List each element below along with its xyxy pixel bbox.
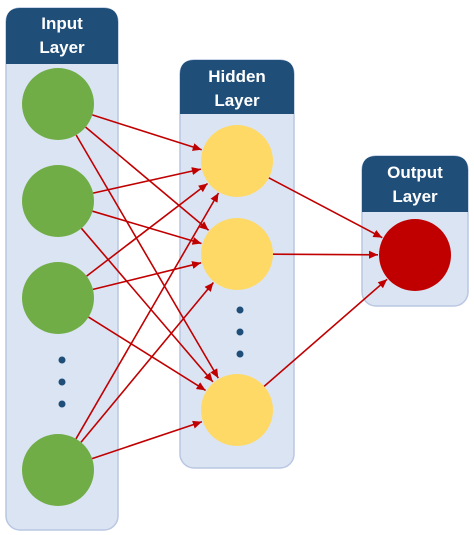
hidden-layer-header [180,60,294,114]
input-ellipsis-dot-3 [58,400,66,408]
input-node-1 [22,68,94,140]
input-layer-header [6,8,118,64]
output-layer-title-line1: Output [387,163,443,182]
hidden-node-2 [201,218,273,290]
input-layer-title-line1: Input [41,14,83,33]
edge-input-2-to-hidden-3 [80,227,214,383]
edge-input-3-to-hidden-3 [88,316,207,392]
edge-input-1-to-hidden-3 [75,134,219,379]
connections [75,114,388,460]
input-node-2 [22,165,94,237]
edge-input-4-to-hidden-1 [75,192,220,440]
edge-hidden-2-to-output [272,250,379,259]
hidden-layer-title-line2: Layer [214,91,260,110]
hidden-ellipsis-dot-1 [236,306,244,314]
hidden-node-3 [201,374,273,446]
edge-input-2-to-hidden-1 [92,167,202,194]
output-layer-title-line2: Layer [392,187,438,206]
hidden-layer-title-line1: Hidden [208,67,266,86]
input-layer-title-line2: Layer [39,38,85,57]
input-node-3 [22,262,94,334]
hidden-ellipsis-dot-3 [236,350,244,358]
output-node [379,219,451,291]
edge-input-3-to-hidden-1 [86,182,209,277]
edge-hidden-1-to-output [268,177,383,239]
edge-hidden-3-to-output [263,278,388,388]
edge-input-1-to-hidden-2 [85,126,210,231]
input-node-4 [22,434,94,506]
edge-input-2-to-hidden-2 [92,210,202,245]
hidden-ellipsis-dot-2 [236,328,244,336]
input-ellipsis-dot-1 [58,356,66,364]
nodes [22,68,451,506]
edge-input-4-to-hidden-3 [91,420,203,460]
edge-input-1-to-hidden-1 [92,114,202,151]
output-layer-header [362,156,468,212]
hidden-node-1 [201,125,273,197]
edge-input-4-to-hidden-2 [80,281,215,443]
ellipsis-indicators [58,306,244,408]
input-ellipsis-dot-2 [58,378,66,386]
edge-input-3-to-hidden-2 [92,261,202,291]
